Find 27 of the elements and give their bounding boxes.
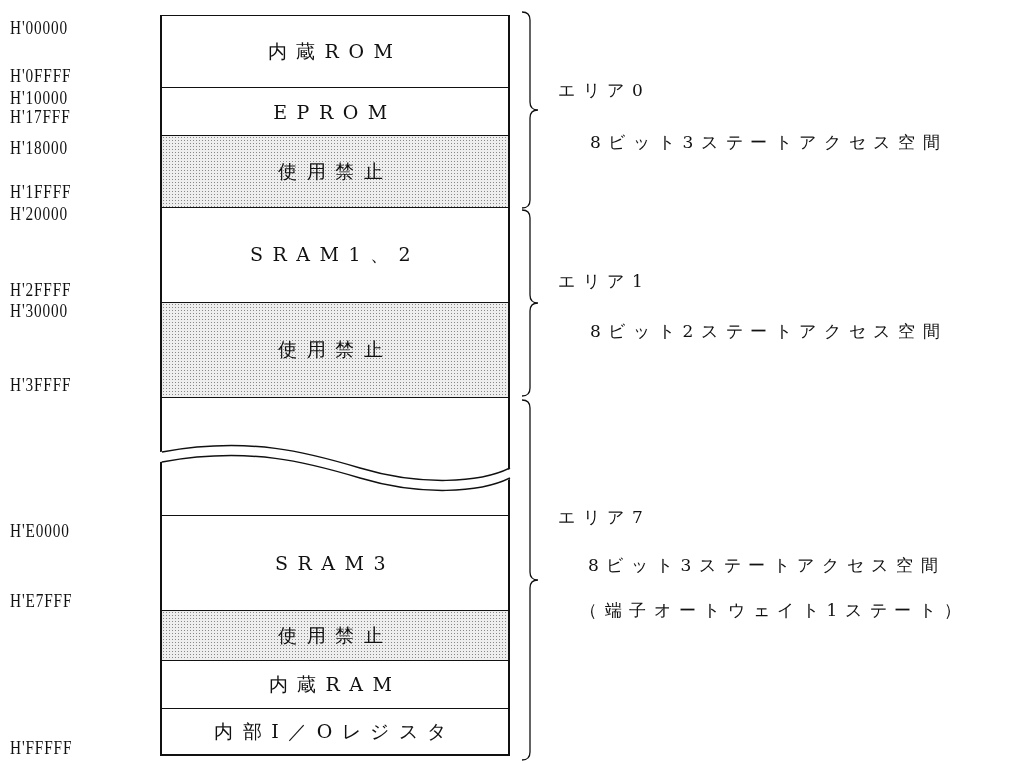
memory-block: 使用禁止	[160, 610, 510, 660]
address-label: H'30000	[10, 300, 68, 322]
address-label: H'1FFFF	[10, 181, 72, 203]
address-label: H'20000	[10, 203, 68, 225]
address-label: H'17FFF	[10, 106, 71, 128]
address-label: H'FFFFF	[10, 737, 73, 759]
memory-block: 使用禁止	[160, 302, 510, 397]
address-label: H'0FFFF	[10, 65, 72, 87]
area-description: 8ビット3ステートアクセス空間	[588, 553, 946, 577]
empty-block	[160, 397, 510, 515]
address-label: H'3FFFF	[10, 374, 72, 396]
area-label: エリア0	[558, 78, 651, 102]
address-label: H'10000	[10, 87, 68, 109]
address-label: H'2FFFF	[10, 279, 72, 301]
address-label: H'00000	[10, 17, 68, 39]
memory-block: 内蔵RAM	[160, 660, 510, 708]
area-description: 8ビット2ステートアクセス空間	[590, 319, 948, 343]
area-label: エリア1	[558, 269, 651, 293]
area-description: （端子オートウェイト1ステート）	[580, 598, 969, 622]
address-label: H'18000	[10, 137, 68, 159]
address-label: H'E0000	[10, 520, 70, 542]
memory-block: 内部I／Oレジスタ	[160, 708, 510, 756]
memory-block: 内蔵ROM	[160, 15, 510, 87]
area-description: 8ビット3ステートアクセス空間	[590, 130, 948, 154]
address-label: H'E7FFF	[10, 590, 73, 612]
area-label: エリア7	[558, 505, 651, 529]
memory-block: 使用禁止	[160, 135, 510, 207]
